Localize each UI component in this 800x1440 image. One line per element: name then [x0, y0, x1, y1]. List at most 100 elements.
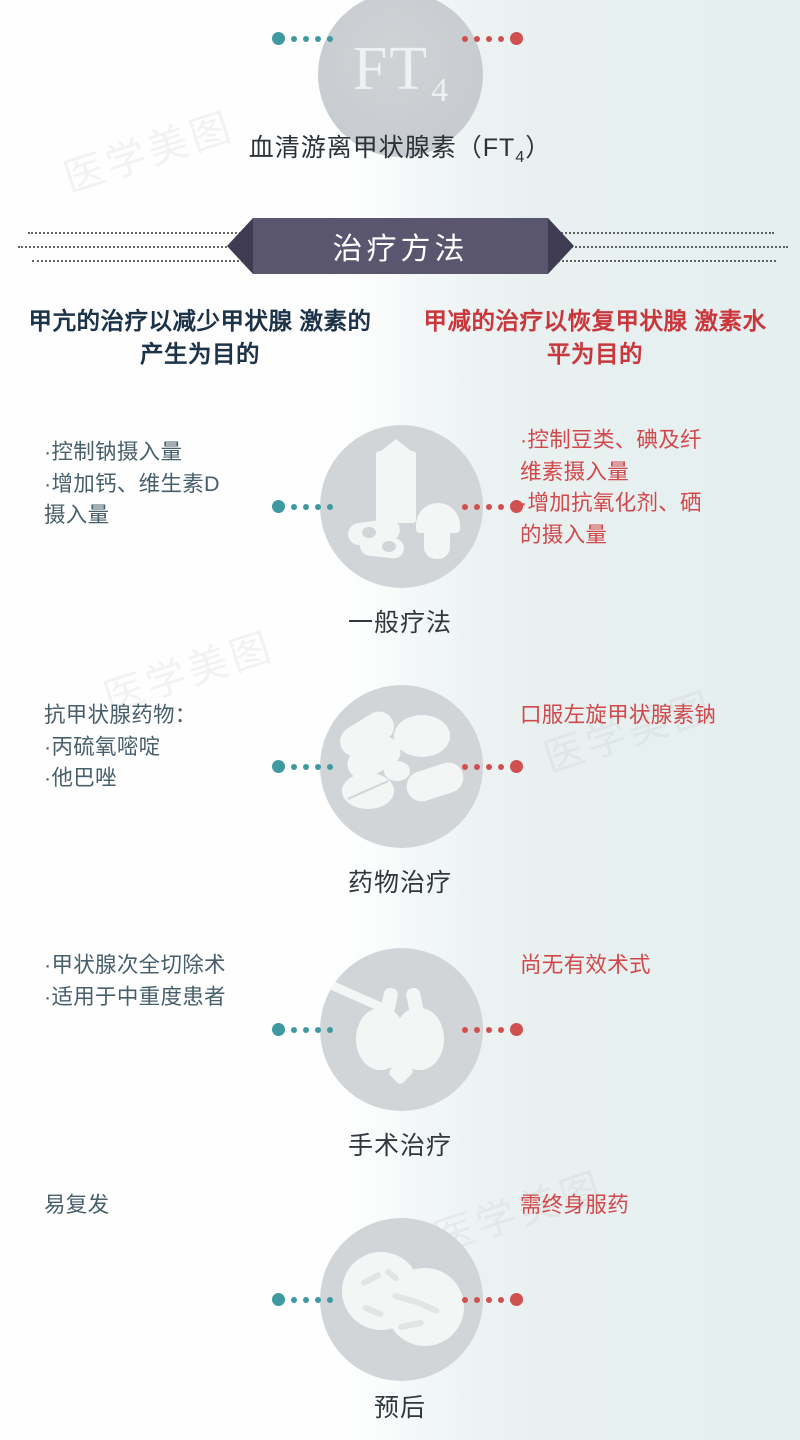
connector-dot-small [462, 1026, 468, 1033]
connector-dot-small [291, 1296, 297, 1303]
connector-right-row4 [462, 1293, 523, 1306]
heading-hypothyroid: 甲减的治疗以恢复甲状腺 激素水平为目的 [423, 308, 767, 368]
row1-label: 一般疗法 [347, 609, 452, 637]
banner-dotted-line-left [28, 232, 253, 234]
connector-right-row3 [462, 1023, 523, 1036]
connector-dot-large [510, 760, 523, 773]
connector-dot-small [303, 503, 309, 510]
connector-dot-small [303, 1296, 309, 1303]
row3-label: 手术治疗 [347, 1132, 452, 1160]
connector-dot-small [462, 763, 468, 770]
connector-dot-small [462, 1296, 468, 1303]
section-banner: 治疗方法 [0, 212, 800, 292]
connector-dot-small [303, 35, 309, 42]
connector-dot-large [510, 1023, 523, 1036]
row-drug-treatment: 抗甲状腺药物： ·丙硫氧嘧啶 ·他巴唑 口服左旋甲状腺素钠 药物治疗 [0, 685, 800, 915]
connector-dot-small [315, 1026, 321, 1033]
banner-dotted-line-right [560, 246, 788, 248]
connector-dot-large [272, 1023, 285, 1036]
ft4-circle-label: FT4 [352, 34, 451, 109]
connector-dot-small [486, 1026, 492, 1033]
bean-seed-icon [382, 541, 396, 552]
ft4-section: FT4 血清游离甲状腺素（FT4） [0, 0, 800, 200]
connector-left-row3 [272, 1023, 333, 1036]
connector-left-row4 [272, 1293, 333, 1306]
heading-hyperthyroid: 甲亢的治疗以减少甲状腺 激素的产生为目的 [28, 308, 372, 368]
connector-dot-small [303, 763, 309, 770]
row3-right-text: 尚无有效术式 [520, 953, 651, 977]
connector-dot-small [474, 35, 480, 42]
connector-dot-small [462, 503, 468, 510]
connector-dot-small [486, 503, 492, 510]
row4-right-text: 需终身服药 [520, 1193, 630, 1217]
round-tablet-icon [394, 715, 450, 757]
connector-dot-small [498, 1026, 504, 1033]
connector-dot-small [486, 1296, 492, 1303]
ft4-caption: 血清游离甲状腺素（FT4） [248, 134, 552, 166]
connector-right-ft4 [462, 32, 523, 45]
row2-left-text: 抗甲状腺药物： ·丙硫氧嘧啶 ·他巴唑 [44, 703, 197, 791]
row2-right-text: 口服左旋甲状腺素钠 [520, 703, 717, 727]
connector-dot-small [327, 35, 333, 42]
capsule-icon [402, 758, 468, 806]
connector-left-row1 [272, 500, 333, 513]
connector-dot-small [315, 1296, 321, 1303]
connector-dot-large [510, 32, 523, 45]
connector-left-ft4 [272, 32, 333, 45]
connector-dot-small [498, 503, 504, 510]
banner-dotted-line-right [554, 232, 774, 234]
milk-and-food-icon [320, 425, 483, 588]
connector-dot-large [510, 500, 523, 513]
connector-dot-large [272, 500, 285, 513]
connector-dot-small [291, 763, 297, 770]
ft4-circle-icon: FT4 [318, 0, 483, 157]
connector-dot-small [291, 503, 297, 510]
connector-dot-small [498, 763, 504, 770]
banner-title: 治疗方法 [332, 233, 469, 266]
connector-dot-small [315, 503, 321, 510]
row4-left-text: 易复发 [44, 1193, 110, 1217]
bean-seed-icon [362, 527, 376, 538]
connector-dot-small [486, 763, 492, 770]
row4-label: 预后 [373, 1394, 426, 1422]
connector-dot-small [315, 763, 321, 770]
row3-left-text: ·甲状腺次全切除术 ·适用于中重度患者 [44, 953, 226, 1009]
row1-left-text: ·控制钠摄入量 ·增加钙、维生素D 摄入量 [44, 440, 220, 528]
row1-right-text: ·控制豆类、碘及纤 维素摄入量 ·增加抗氧化剂、硒 的摄入量 [520, 428, 702, 547]
banner-dotted-line-left [18, 246, 246, 248]
connector-dot-small [498, 35, 504, 42]
connector-left-row2 [272, 760, 333, 773]
small-tablet-icon [384, 761, 410, 781]
connector-dot-small [462, 35, 468, 42]
connector-dot-small [474, 503, 480, 510]
connector-dot-small [486, 35, 492, 42]
connector-right-row1 [462, 500, 523, 513]
pills-icon [320, 685, 483, 848]
connector-dot-large [272, 760, 285, 773]
column-headings: 甲亢的治疗以减少甲状腺 激素的产生为目的 甲减的治疗以恢复甲状腺 激素水平为目的 [0, 305, 800, 390]
milk-carton-icon [376, 451, 416, 523]
prognosis-cells-icon [320, 1218, 483, 1381]
banner-dotted-line-right [554, 260, 776, 262]
row-prognosis: 易复发 需终身服药 预后 [0, 1193, 800, 1438]
connector-dot-small [315, 35, 321, 42]
connector-dot-small [327, 1026, 333, 1033]
connector-dot-small [327, 1296, 333, 1303]
thyroid-surgery-icon [320, 948, 483, 1111]
row-surgery-treatment: ·甲状腺次全切除术 ·适用于中重度患者 尚无有效术式 手术治疗 [0, 948, 800, 1178]
connector-dot-small [474, 763, 480, 770]
connector-dot-small [327, 503, 333, 510]
row2-label: 药物治疗 [347, 869, 452, 897]
mushroom-stem-icon [424, 525, 450, 559]
banner-ribbon: 治疗方法 [227, 218, 574, 274]
connector-dot-small [327, 763, 333, 770]
connector-dot-small [474, 1296, 480, 1303]
connector-dot-large [272, 1293, 285, 1306]
banner-dotted-line-left [32, 260, 247, 262]
connector-dot-small [291, 1026, 297, 1033]
connector-right-row2 [462, 760, 523, 773]
connector-dot-large [510, 1293, 523, 1306]
connector-dot-small [474, 1026, 480, 1033]
connector-dot-small [291, 35, 297, 42]
connector-dot-large [272, 32, 285, 45]
